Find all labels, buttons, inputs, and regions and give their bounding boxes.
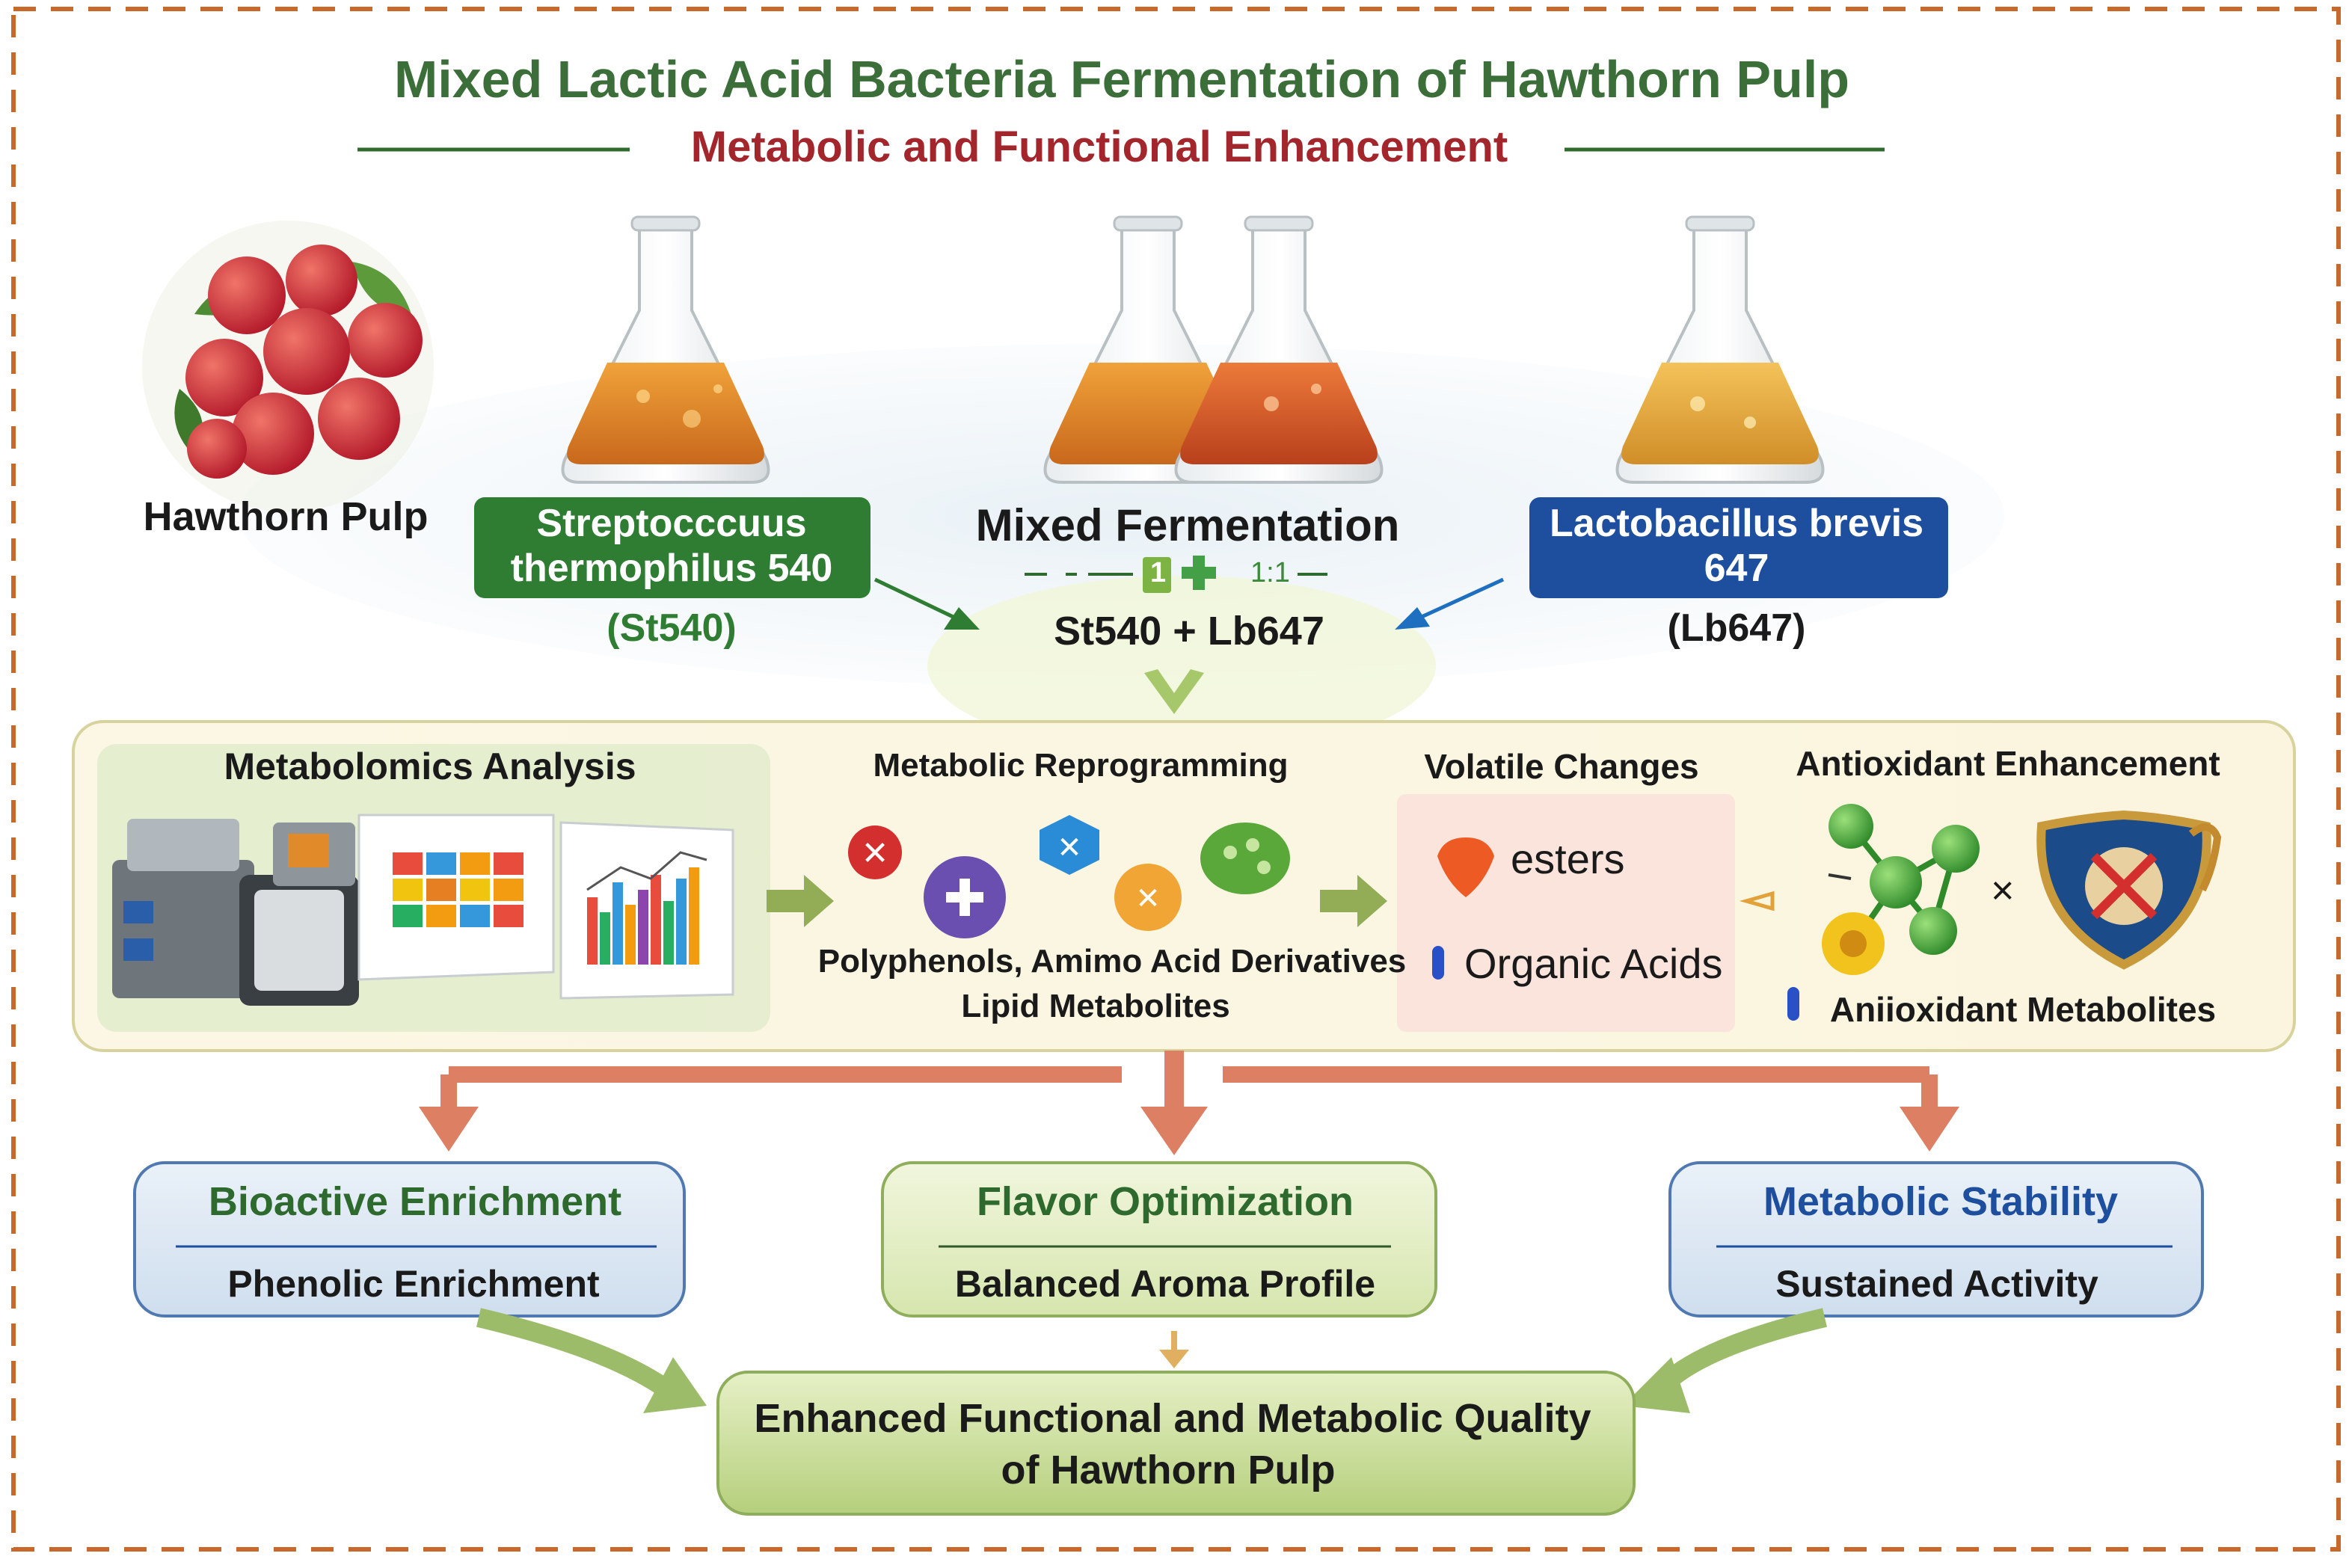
droplet-icon	[1437, 837, 1494, 897]
lb647-code: (Lb647)	[1667, 606, 1806, 650]
flask-icon-lb647	[1615, 215, 1825, 484]
lab-instrument-icon	[112, 819, 359, 1006]
outcome-sub-3: Sustained Activity	[1775, 1263, 2098, 1305]
st540-box	[474, 497, 871, 598]
mixed-label: Mixed Fermentation	[975, 500, 1400, 550]
final-line2: of Hawthorn Pulp	[1001, 1448, 1336, 1492]
antioxidant-molecule-icon	[1822, 804, 1980, 975]
volatile-organic-acids: Organic Acids	[1464, 940, 1723, 987]
antioxidant-metabolites: Aniioxidant Metabolites	[1829, 990, 2217, 1029]
molecule-bubbles-icon: ✕ ✕ ✕	[848, 815, 1290, 938]
page-subtitle: Metabolic and Functional Enhancement	[690, 123, 1508, 171]
double-flask-icon	[1043, 215, 1384, 484]
outcome-box-bioactive	[133, 1161, 686, 1318]
outcome-title-3: Metabolic Stability	[1763, 1179, 2119, 1224]
antioxidant-times: ×	[1991, 868, 2015, 913]
outcome-title-2: Flavor Optimization	[976, 1179, 1354, 1224]
lb647-label-line1: Lactobacillus brevis	[1550, 502, 1923, 545]
shield-icon	[2036, 810, 2222, 970]
volatile-title: Volatile Changes	[1424, 747, 1699, 786]
volatile-esters: esters	[1511, 835, 1625, 882]
st540-code: (St540)	[607, 606, 737, 650]
mixed-formula: St540 + Lb647	[1054, 609, 1324, 654]
lb647-box	[1529, 497, 1948, 598]
outcome-box-flavor	[881, 1161, 1437, 1318]
outcome-title-1: Bioactive Enrichment	[208, 1179, 622, 1224]
st540-label-line1: Streptocccuus	[536, 502, 807, 545]
ratio-label: 1:1	[1250, 557, 1290, 588]
chart-sheet-icon	[357, 814, 734, 1000]
svg-text:✕: ✕	[1135, 882, 1161, 915]
st540-label-line2: thermophilus 540	[510, 547, 833, 590]
antioxidant-title: Antioxidant Enhancement	[1796, 744, 2220, 783]
svg-text:✕: ✕	[862, 835, 889, 872]
flask-icon-st540	[561, 215, 770, 484]
lb647-label-line2: 647	[1704, 547, 1769, 590]
outer-dashed-border	[11, 7, 2341, 1552]
reprogramming-line1: Polyphenols, Amimo Acid Derivatives	[817, 943, 1407, 980]
final-line1: Enhanced Functional and Metabolic Qualit…	[754, 1396, 1591, 1441]
hawthorn-label: Hawthorn Pulp	[143, 494, 429, 539]
reprogramming-title: Metabolic Reprogramming	[873, 747, 1289, 784]
outcome-box-stability	[1668, 1161, 2204, 1318]
outcome-sub-1: Phenolic Enrichment	[227, 1263, 600, 1305]
hawthorn-fruit-icon	[142, 221, 434, 512]
page-title: Mixed Lactic Acid Bacteria Fermentation …	[393, 50, 1850, 108]
metabolomics-title: Metabolomics Analysis	[224, 745, 636, 787]
svg-text:✕: ✕	[1057, 831, 1082, 864]
reprogramming-line2: Lipid Metabolites	[961, 988, 1230, 1024]
final-box	[716, 1371, 1636, 1516]
down-chevron-icon	[1144, 669, 1204, 714]
ratio-badge: 1	[1150, 557, 1167, 588]
outcome-sub-2: Balanced Aroma Profile	[954, 1263, 1376, 1305]
